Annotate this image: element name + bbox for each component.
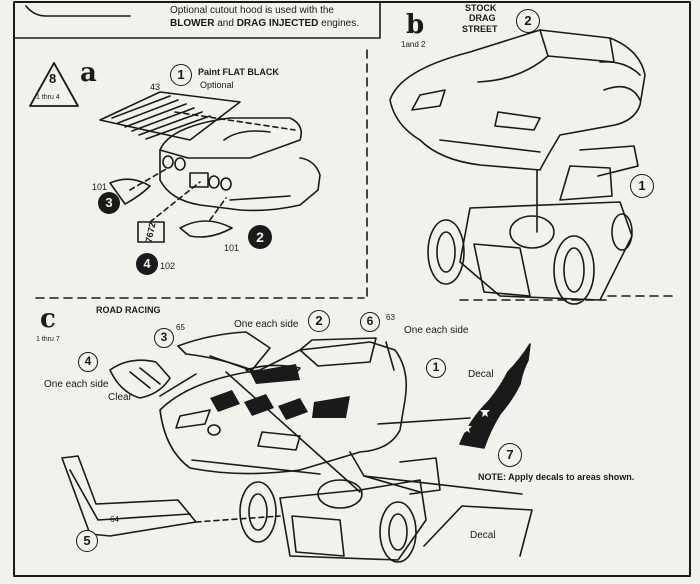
note-line-2: BLOWER and DRAG INJECTED engines. <box>170 19 359 29</box>
decal-arrow <box>377 417 471 425</box>
step-2-c: 2 <box>308 310 330 332</box>
arrow-plate <box>149 181 201 223</box>
page-border <box>13 1 691 577</box>
step-4-c: 4 <box>78 352 98 372</box>
one-each-side-1: One each side <box>234 319 299 330</box>
decal-label-2: Decal <box>470 530 496 541</box>
step-2-b: 2 <box>516 9 540 33</box>
note-engines: engines. <box>318 18 359 29</box>
step-5-c: 5 <box>76 530 98 552</box>
one-each-side-3: One each side <box>44 379 109 390</box>
triangle-number: 8 <box>49 71 57 86</box>
leader-3 <box>209 355 257 373</box>
decal-frame <box>423 505 533 557</box>
step-3-a: 3 <box>98 192 120 214</box>
note-drag-injected: DRAG INJECTED <box>236 18 319 29</box>
step-7-c: 7 <box>498 443 522 467</box>
chassis-c <box>239 457 441 563</box>
section-b-letter: b <box>406 10 425 40</box>
road-racing-title: ROAD RACING <box>96 305 161 315</box>
flag-decal <box>459 343 531 449</box>
step-1-b: 1 <box>630 174 654 198</box>
part-101-left: 101 <box>92 182 108 192</box>
hood-part <box>99 91 241 141</box>
chassis-b <box>427 145 639 305</box>
step-2-a: 2 <box>248 225 272 249</box>
bumperette-right <box>179 220 233 238</box>
front-spoiler <box>61 455 197 537</box>
leader-4 <box>159 373 197 397</box>
step-1-c: 1 <box>426 358 446 378</box>
arrow-bumper-left <box>129 167 169 191</box>
race-number: 48 <box>319 402 343 421</box>
window-louver <box>109 359 171 399</box>
one-each-side-2: One each side <box>404 325 469 336</box>
body-shell-b <box>389 29 646 171</box>
leader-7b <box>363 475 523 495</box>
decal-label-1: Decal <box>468 369 494 380</box>
license-plate <box>137 221 165 243</box>
stock-label: STOCK <box>465 3 497 13</box>
leader-3b <box>225 371 361 493</box>
part-63: 63 <box>386 313 395 322</box>
section-b-sub: 1and 2 <box>401 40 426 49</box>
note-line-1: Optional cutout hood is used with the <box>170 5 334 16</box>
note-decals: NOTE: Apply decals to areas shown. <box>478 472 635 482</box>
note-blower: BLOWER <box>170 18 215 29</box>
step-3-c: 3 <box>154 328 174 348</box>
section-a-letter: a <box>80 58 97 88</box>
arrow-hood <box>174 111 296 131</box>
race-stripes <box>210 364 350 420</box>
section-c-letter: c <box>40 304 56 334</box>
paint-optional: Optional <box>200 80 234 90</box>
step-4-a: 4 <box>136 253 158 275</box>
arrow-bumper-right <box>209 197 227 221</box>
part-102: 102 <box>160 261 176 271</box>
part-64: 64 <box>110 515 119 524</box>
drag-label: DRAG <box>469 13 496 23</box>
section-c-sub: 1 thru 7 <box>36 336 60 343</box>
rear-body-a <box>159 117 321 212</box>
note-box-fragment <box>25 5 131 17</box>
bumperette-left <box>109 178 151 205</box>
clear-label: Clear <box>108 392 132 403</box>
triangle-subtitle: 1 thru 4 <box>36 94 60 101</box>
leader-6 <box>385 341 395 371</box>
step-1-a: 1 <box>170 64 192 86</box>
cowl-part <box>177 331 271 371</box>
note-and: and <box>214 18 237 29</box>
part-43: 43 <box>150 82 161 92</box>
part-65: 65 <box>176 323 185 332</box>
street-label: STREET <box>462 24 498 34</box>
paint-label: Paint FLAT BLACK <box>198 67 279 77</box>
part-101-right: 101 <box>224 243 240 253</box>
triangle-badge <box>29 62 79 107</box>
step-6-c: 6 <box>360 312 380 332</box>
note-box <box>13 1 381 39</box>
